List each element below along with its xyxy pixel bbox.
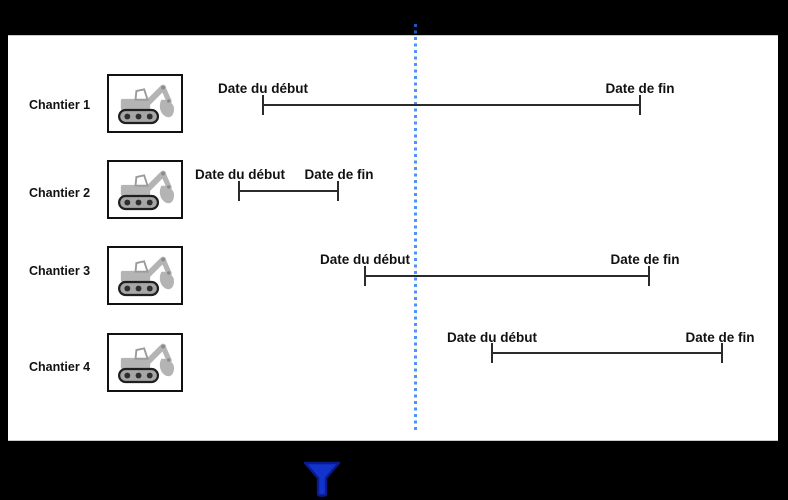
row-label-chantier-2: Chantier 2 [29,186,91,200]
row-label-chantier-4: Chantier 4 [29,360,91,374]
timeline-bar [263,104,640,106]
start-tick [238,181,240,201]
end-date-label: Date de fin [304,167,374,182]
timeline-bar [492,352,722,354]
start-tick [491,343,493,363]
start-date-label: Date du début [447,330,537,345]
end-date-label: Date de fin [605,81,675,96]
date-guide-dotted-line [414,24,417,433]
timeline-bar [239,190,338,192]
excavator-icon [112,79,178,129]
excavator-icon [112,338,178,388]
excavator-icon-box [107,246,183,305]
excavator-icon [112,251,178,301]
start-tick [262,95,264,115]
start-date-label: Date du début [195,167,285,182]
end-tick [648,266,650,286]
end-tick [337,181,339,201]
end-tick [721,343,723,363]
row-label-chantier-1: Chantier 1 [29,98,91,112]
excavator-icon-box [107,74,183,133]
end-date-label: Date de fin [685,330,755,345]
start-date-label: Date du début [320,252,410,267]
row-label-chantier-3: Chantier 3 [29,264,91,278]
start-tick [364,266,366,286]
start-date-label: Date du début [218,81,308,96]
timeline-bar [365,275,649,277]
excavator-icon-box [107,160,183,219]
excavator-icon [112,165,178,215]
end-date-label: Date de fin [610,252,680,267]
excavator-icon-box [107,333,183,392]
end-tick [639,95,641,115]
filter-funnel-icon[interactable] [303,461,341,498]
